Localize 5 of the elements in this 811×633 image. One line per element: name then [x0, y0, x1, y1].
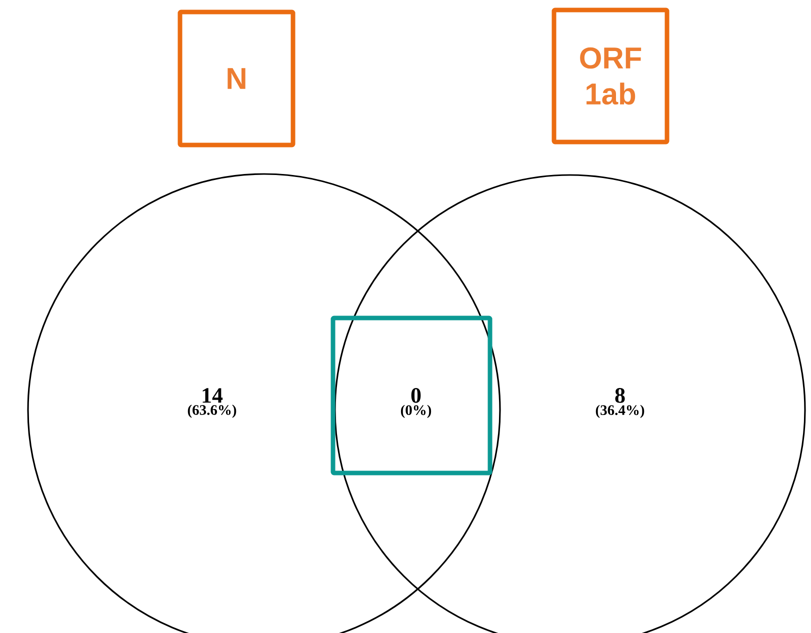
label-box: ORF 1ab: [552, 8, 670, 144]
count-label: 0 (0%): [400, 388, 432, 418]
count-label: 8 (36.4%): [596, 388, 644, 418]
label-box: N: [178, 10, 296, 148]
count-label: 14 (63.6%): [188, 388, 236, 418]
